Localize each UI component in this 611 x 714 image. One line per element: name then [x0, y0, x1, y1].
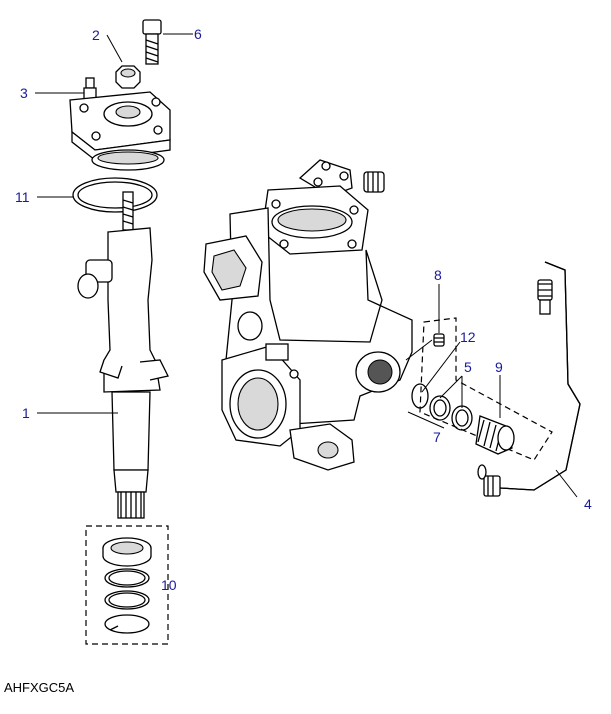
callout-4: 4	[584, 496, 592, 512]
pipe-part-4	[477, 261, 581, 497]
callout-7: 7	[433, 429, 441, 445]
grub-screw-part-8	[433, 333, 445, 347]
callout-9: 9	[495, 359, 503, 375]
callout-12: 12	[460, 329, 476, 345]
bolt-part-6	[142, 19, 162, 65]
washer-part-12	[411, 383, 429, 409]
callout-3: 3	[20, 85, 28, 101]
leader-lines	[35, 33, 578, 498]
callout-6: 6	[194, 26, 202, 42]
seal-kit-part-7	[419, 317, 553, 461]
callout-8: 8	[434, 267, 442, 283]
top-cover-plate	[69, 91, 171, 171]
callout-10: 10	[161, 577, 177, 593]
callout-5: 5	[464, 359, 472, 375]
adjuster-plug-part-9	[475, 415, 515, 455]
callout-1: 1	[22, 405, 30, 421]
callout-11: 11	[15, 189, 30, 205]
nut-part-2	[115, 65, 141, 89]
seal-kit-part-10	[85, 525, 169, 645]
steering-box-housing	[203, 159, 413, 471]
shaft-part-1	[77, 191, 169, 519]
bleed-screw-part-3	[83, 77, 97, 113]
o-ring-part-11	[72, 177, 158, 213]
diagram-reference-code: AHFXGC5A	[4, 680, 74, 695]
callout-2: 2	[92, 27, 100, 43]
